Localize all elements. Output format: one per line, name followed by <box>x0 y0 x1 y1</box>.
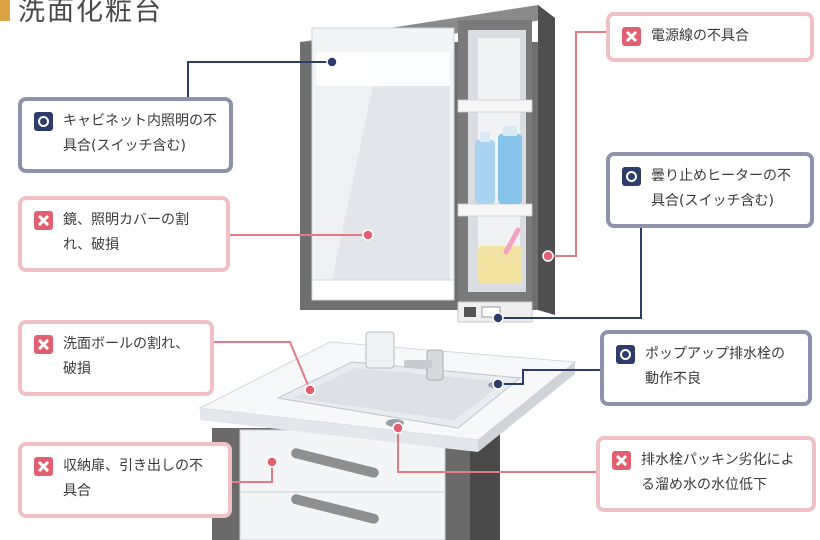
title-accent-bar <box>0 0 10 21</box>
callout-cabinet-light: キャビネット内照明の不具合(スイッチ含む) <box>18 97 233 173</box>
callout-power-cord: 電源線の不具合 <box>606 12 814 62</box>
callout-text: 鏡、照明カバーの割れ、破損 <box>63 212 189 253</box>
callout-popup-drain: ポップアップ排水栓の動作不良 <box>600 330 812 406</box>
ng-cross-icon <box>612 451 631 470</box>
title-text: 洗面化粧台 <box>18 0 163 27</box>
callout-text: 収納扉、引き出しの不具合 <box>63 458 203 499</box>
callout-text: 排水栓パッキン劣化による溜め水の水位低下 <box>641 452 795 493</box>
callout-text: 曇り止めヒーターの不具合(スイッチ含む) <box>651 168 791 209</box>
ng-cross-icon <box>34 457 53 476</box>
callout-text: キャビネット内照明の不具合(スイッチ含む) <box>63 113 217 154</box>
ng-cross-icon <box>622 27 641 46</box>
vanity-base <box>212 415 500 540</box>
callout-drain-packing: 排水栓パッキン劣化による溜め水の水位低下 <box>596 436 816 512</box>
page-title: 洗面化粧台 <box>0 0 163 28</box>
ng-cross-icon <box>34 211 53 230</box>
callout-text: 洗面ボールの割れ、破損 <box>63 336 190 377</box>
ok-circle-icon <box>616 345 635 364</box>
callout-defog-heater: 曇り止めヒーターの不具合(スイッチ含む) <box>606 152 814 228</box>
countertop <box>198 331 577 452</box>
ok-circle-icon <box>622 167 641 186</box>
mirror-cabinet <box>300 5 555 323</box>
ng-cross-icon <box>34 335 53 354</box>
callout-storage-door: 収納扉、引き出しの不具合 <box>18 442 232 518</box>
callout-mirror-cover: 鏡、照明カバーの割れ、破損 <box>18 196 230 272</box>
callout-bowl: 洗面ボールの割れ、破損 <box>18 320 214 396</box>
callout-text: 電源線の不具合 <box>651 28 749 44</box>
ok-circle-icon <box>34 112 53 131</box>
callout-text: ポップアップ排水栓の動作不良 <box>645 346 785 387</box>
